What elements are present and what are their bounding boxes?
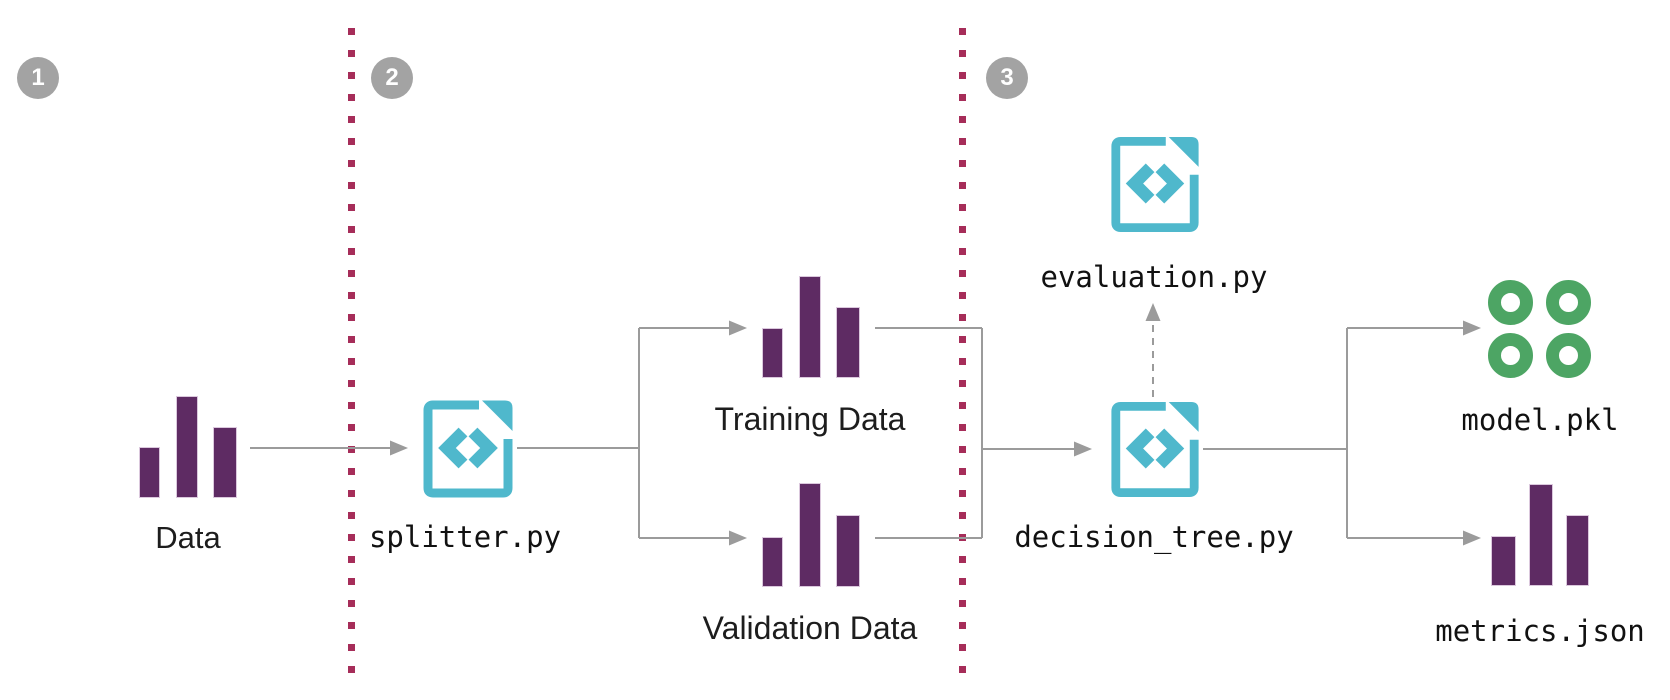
stage-number: 1 — [31, 64, 45, 91]
stage-badge-1: 1 — [17, 57, 59, 99]
node-label-evaluation: evaluation.py — [1040, 260, 1268, 294]
arrowhead-validation — [729, 530, 747, 546]
stage-divider-3 — [959, 28, 966, 682]
node-label-decision-tree: decision_tree.py — [1014, 520, 1294, 554]
node-label-validation: Validation Data — [702, 610, 918, 646]
bar — [140, 448, 159, 497]
arrowhead-splitter — [390, 440, 408, 456]
code-file-icon — [423, 400, 513, 498]
code-file-icon — [1111, 136, 1199, 233]
stage-number: 2 — [385, 64, 399, 91]
model-rings-icon — [1488, 280, 1591, 378]
code-file-icon — [1111, 401, 1199, 498]
bar-chart-icon — [140, 397, 236, 497]
bar-chart-icon — [1492, 485, 1588, 585]
bar — [837, 516, 859, 586]
bar — [214, 428, 236, 497]
node-label-model: model.pkl — [1461, 403, 1619, 437]
node-label-data: Data — [155, 520, 221, 555]
bar-chart-icon — [763, 277, 859, 377]
bar — [1530, 485, 1552, 585]
arrowhead-model — [1463, 320, 1481, 336]
bar-chart-icon — [763, 484, 859, 586]
node-label-splitter: splitter.py — [368, 520, 562, 554]
node-label-metrics: metrics.json — [1435, 614, 1645, 648]
bar — [800, 484, 820, 586]
bar — [837, 308, 859, 377]
bar — [1492, 537, 1515, 585]
arrowhead-decision-tree — [1074, 441, 1092, 457]
bar — [800, 277, 820, 377]
bar — [177, 397, 197, 497]
arrowhead-evaluation — [1145, 303, 1161, 321]
arrowhead-training — [729, 320, 747, 336]
bar — [763, 538, 782, 586]
stage-number: 3 — [1000, 64, 1014, 91]
bar — [1567, 516, 1588, 585]
stage-badge-3: 3 — [986, 57, 1028, 99]
stage-divider-2 — [348, 28, 355, 682]
node-label-training: Training Data — [714, 401, 906, 437]
bar — [763, 329, 782, 377]
stage-badge-2: 2 — [371, 57, 413, 99]
arrowhead-metrics — [1463, 530, 1481, 546]
